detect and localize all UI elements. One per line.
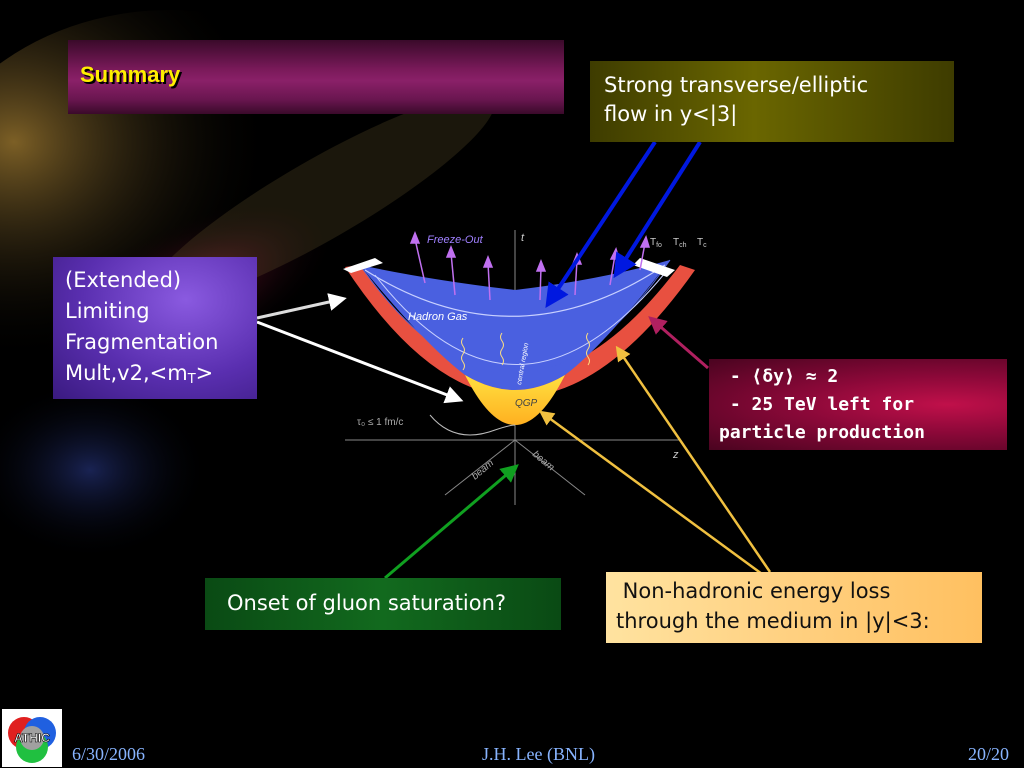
flow-callout: Strong transverse/elliptic flow in y<|3| — [590, 61, 954, 142]
flow-arrow-2 — [613, 140, 702, 279]
t-fo-label: Tfo — [650, 237, 662, 249]
energy-line-2: - 25 TeV left for — [719, 394, 915, 415]
logo-text: ATHIC — [14, 731, 50, 745]
non-hadronic-callout: Non-hadronic energy loss through the med… — [606, 572, 982, 643]
nonhad-line-1: Non-hadronic energy loss — [616, 579, 891, 603]
frag-line-1: (Extended) — [65, 268, 182, 292]
t-ch-label: Tch — [673, 237, 687, 249]
energy-callout: - ⟨δy⟩ ≈ 2 - 25 TeV left for particle pr… — [709, 359, 1007, 450]
energy-arrow — [648, 316, 709, 370]
footer-date: 6/30/2006 — [72, 744, 146, 764]
footer-author: J.H. Lee (BNL) — [482, 744, 595, 764]
phase-boundary-band — [345, 265, 695, 397]
gluon-text: Onset of gluon saturation? — [227, 591, 507, 615]
flow-arrow-1 — [545, 140, 657, 309]
t-axis-label: t — [521, 232, 525, 244]
freeze-out-arrows — [409, 230, 651, 301]
beam-line-right — [514, 439, 586, 496]
beam-line-left — [444, 439, 516, 496]
t-c-label: Tc — [697, 237, 707, 249]
left-cap — [343, 258, 383, 273]
frag-line-3: Fragmentation — [65, 330, 219, 354]
nonhad-arrow-2 — [538, 410, 763, 576]
footer-page-number: 20/20 — [968, 744, 1010, 764]
spacetime-diagram: Freeze-Out t z Tfo Tch Tc Hadron Gas cen… — [343, 230, 707, 505]
gluon-saturation-callout: Onset of gluon saturation? — [205, 578, 561, 630]
qgp-label: QGP — [515, 398, 538, 409]
fragmentation-callout: (Extended) Limiting Fragmentation Mult,v… — [53, 257, 257, 399]
energy-line-3: particle production — [719, 422, 925, 443]
frag-arrow-2 — [256, 320, 464, 404]
freeze-out-label: Freeze-Out — [427, 234, 484, 246]
tau-curve — [429, 414, 516, 436]
frag-line-4: Mult,v2,<mT> — [65, 361, 214, 387]
slide-title: Summary — [80, 62, 181, 87]
flow-line-1: Strong transverse/elliptic — [604, 73, 869, 97]
z-axis-label: z — [672, 449, 679, 461]
tau-label: τ₀ ≤ 1 fm/c — [357, 417, 403, 428]
nonhad-line-2: through the medium in |y|<3: — [616, 609, 930, 633]
hadron-gas-region — [360, 260, 670, 390]
hadron-gas-label: Hadron Gas — [408, 311, 468, 323]
nonhad-arrow-1 — [615, 345, 772, 573]
frag-line-2: Limiting — [65, 299, 150, 323]
athic-logo: ATHIC — [2, 709, 62, 767]
frag-arrow-1 — [256, 293, 347, 320]
title-banner — [68, 40, 564, 114]
photon-lines — [461, 332, 590, 371]
flow-line-2: flow in y<|3| — [604, 102, 738, 126]
energy-line-1: - ⟨δy⟩ ≈ 2 — [719, 366, 839, 387]
right-cap — [633, 258, 675, 277]
gluon-arrow — [384, 464, 519, 580]
